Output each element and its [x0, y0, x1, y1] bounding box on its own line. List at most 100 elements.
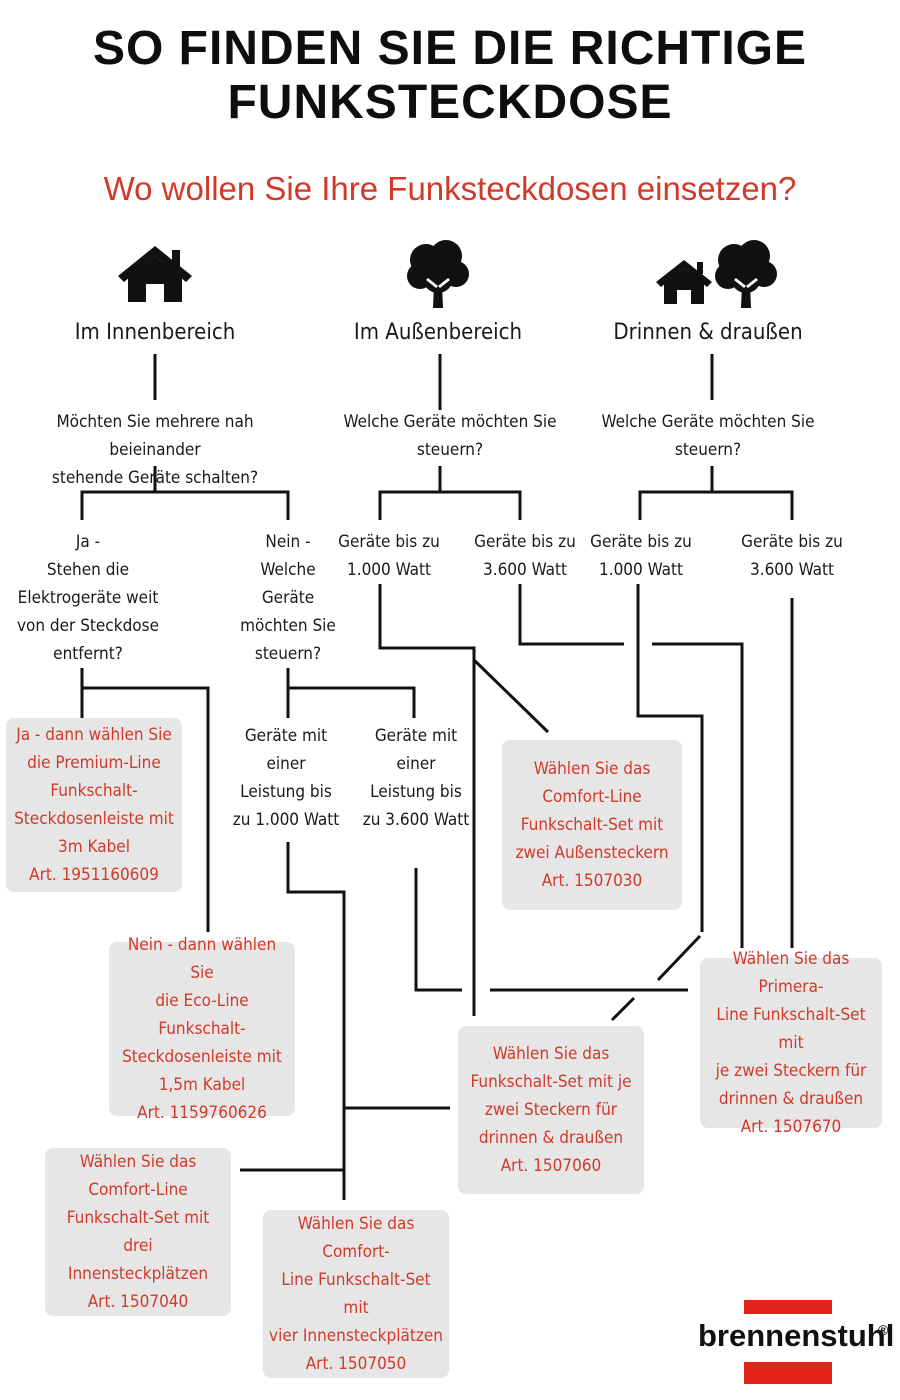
answer-inside-ja-line-3: Elektrogeräte weit [17, 588, 159, 608]
logo-bar-bottom [744, 1362, 832, 1384]
result-comfort-four-line-3: vier Innensteckplätzen [269, 1326, 443, 1346]
answer-outside-1000-line-2: 1.000 Watt [346, 560, 432, 580]
question-both-line-1: Welche Geräte möchten Sie [601, 412, 815, 432]
category-both: Drinnen & draußen [613, 320, 803, 345]
result-premium-line: Ja - dann wählen Sie die Premium-Line Fu… [6, 718, 182, 892]
result-comfort-four-line-1: Wählen Sie das Comfort- [297, 1214, 415, 1262]
answer-inside-3600-line-4: zu 3.600 Watt [362, 810, 470, 830]
question-both-line-2: steuern? [674, 440, 742, 460]
page-title: SO FINDEN SIE DIE RICHTIGE FUNKSTECKDOSE [0, 22, 900, 130]
answer-inside-1000-line-4: zu 1.000 Watt [232, 810, 340, 830]
result-funkschalt-both-line-1: Wählen Sie das [492, 1044, 610, 1064]
result-premium-line-4: Steckdosenleiste mit [14, 809, 174, 829]
result-comfort-three-line-2: Comfort-Line [88, 1180, 188, 1200]
result-funkschalt-both-line-5: Art. 1507060 [500, 1156, 602, 1176]
result-eco-line-4: Steckdosenleiste mit [122, 1047, 282, 1067]
question-inside: Möchten Sie mehrere nah beieinander steh… [10, 408, 300, 492]
question-both: Welche Geräte möchten Sie steuern? [588, 408, 828, 464]
answer-inside-ja-line-4: von der Steckdose [16, 616, 160, 636]
result-comfort-three-line-5: Art. 1507040 [87, 1292, 189, 1312]
result-premium-line-1: Ja - dann wählen Sie [16, 725, 172, 745]
answer-outside-1000: Geräte bis zu 1.000 Watt [330, 528, 448, 584]
result-comfort-outdoor-line-5: Art. 1507030 [541, 871, 643, 891]
result-eco-line-5: 1,5m Kabel [158, 1075, 246, 1095]
answer-inside-3600-line-3: Leistung bis [370, 782, 462, 802]
question-inside-line-2: stehende Geräte schalten? [51, 468, 259, 488]
result-eco-line-6: Art. 1159760626 [137, 1103, 267, 1123]
subtitle: Wo wollen Sie Ihre Funksteckdosen einset… [103, 170, 797, 207]
answer-inside-nein-line-3: Geräte [261, 588, 315, 608]
logo-bar-top [744, 1300, 832, 1314]
result-comfort-three-line-3: Funkschalt-Set mit drei [66, 1208, 210, 1256]
answer-outside-3600-line-1: Geräte bis zu [474, 532, 576, 552]
answer-inside-nein-line-5: steuern? [254, 644, 322, 664]
answer-both-3600-line-1: Geräte bis zu [741, 532, 843, 552]
result-eco-line-2: die Eco-Line [155, 991, 249, 1011]
question-outside-line-1: Welche Geräte möchten Sie [343, 412, 557, 432]
question-outside: Welche Geräte möchten Sie steuern? [330, 408, 570, 464]
result-eco-line-1: Nein - dann wählen Sie [127, 935, 277, 983]
answer-inside-nein: Nein - Welche Geräte möchten Sie steuern… [226, 528, 350, 668]
result-comfort-three: Wählen Sie das Comfort-Line Funkschalt-S… [45, 1148, 231, 1316]
title-line-2: FUNKSTECKDOSE [227, 76, 673, 129]
result-comfort-four-line-4: Art. 1507050 [305, 1354, 407, 1374]
registered-mark: ® [878, 1322, 889, 1338]
result-premium-line-6: Art. 1951160609 [29, 865, 159, 885]
result-comfort-outdoor: Wählen Sie das Comfort-Line Funkschalt-S… [502, 740, 682, 910]
result-premium-line-2: die Premium-Line [27, 753, 161, 773]
result-comfort-outdoor-line-3: Funkschalt-Set mit [520, 815, 664, 835]
result-comfort-outdoor-line-4: zwei Außensteckern [515, 843, 669, 863]
answer-outside-1000-line-1: Geräte bis zu [338, 532, 440, 552]
answer-inside-nein-line-2: Welche [260, 560, 316, 580]
result-eco-line: Nein - dann wählen Sie die Eco-Line Funk… [109, 935, 295, 1123]
answer-inside-3600-line-2: einer [396, 754, 436, 774]
result-primera-line-2: Line Funkschalt-Set mit [716, 1005, 866, 1053]
answer-inside-ja-line-5: entfernt? [53, 644, 123, 664]
result-comfort-four-line-2: Line Funkschalt-Set mit [281, 1270, 431, 1318]
tree-icon [407, 240, 469, 308]
question-outside-line-2: steuern? [416, 440, 484, 460]
result-comfort-outdoor-line-1: Wählen Sie das [533, 759, 651, 779]
category-inside: Im Innenbereich [74, 320, 236, 345]
answer-both-1000: Geräte bis zu 1.000 Watt [582, 528, 700, 584]
answer-inside-1000-line-1: Geräte mit [244, 726, 328, 746]
result-comfort-four: Wählen Sie das Comfort- Line Funkschalt-… [263, 1210, 449, 1378]
result-primera-line-1: Wählen Sie das Primera- [732, 949, 850, 997]
result-comfort-three-line-1: Wählen Sie das [79, 1152, 197, 1172]
result-comfort-outdoor-line-2: Comfort-Line [542, 787, 642, 807]
answer-inside-nein-line-1: Nein - [265, 532, 311, 552]
answer-both-1000-line-2: 1.000 Watt [598, 560, 684, 580]
result-primera-line: Wählen Sie das Primera- Line Funkschalt-… [700, 949, 882, 1137]
result-funkschalt-both: Wählen Sie das Funkschalt-Set mit je zwe… [458, 1026, 644, 1194]
answer-both-1000-line-1: Geräte bis zu [590, 532, 692, 552]
result-funkschalt-both-line-2: Funkschalt-Set mit je [470, 1072, 632, 1092]
answer-inside-3600-line-1: Geräte mit [374, 726, 458, 746]
house-and-tree-icon [656, 240, 777, 308]
house-icon [118, 246, 192, 302]
result-primera-line-5: Art. 1507670 [740, 1117, 842, 1137]
answer-inside-nein-line-4: möchten Sie [240, 616, 336, 636]
answer-outside-3600-line-2: 3.600 Watt [482, 560, 568, 580]
result-eco-line-3: Funkschalt- [158, 1019, 246, 1039]
result-funkschalt-both-line-4: drinnen & draußen [478, 1128, 624, 1148]
result-primera-line-4: drinnen & draußen [718, 1089, 864, 1109]
answer-inside-ja: Ja - Stehen die Elektrogeräte weit von d… [8, 528, 168, 668]
answer-outside-3600: Geräte bis zu 3.600 Watt [466, 528, 584, 584]
result-premium-line-3: Funkschalt- [50, 781, 138, 801]
question-inside-line-1: Möchten Sie mehrere nah beieinander [56, 412, 254, 460]
answer-inside-ja-line-1: Ja - [75, 532, 101, 552]
brand-name: brennenstuhl [698, 1318, 895, 1353]
category-outside: Im Außenbereich [353, 320, 523, 345]
result-premium-line-5: 3m Kabel [58, 837, 130, 857]
result-comfort-three-line-4: Innensteckplätzen [67, 1264, 209, 1284]
result-primera-line-3: je zwei Steckern für [715, 1061, 867, 1081]
answer-both-3600-line-2: 3.600 Watt [749, 560, 835, 580]
title-line-1: SO FINDEN SIE DIE RICHTIGE [92, 22, 808, 75]
answer-inside-3600: Geräte mit einer Leistung bis zu 3.600 W… [356, 722, 476, 834]
answer-inside-1000-line-2: einer [266, 754, 306, 774]
answer-inside-1000-line-3: Leistung bis [240, 782, 332, 802]
answer-inside-1000: Geräte mit einer Leistung bis zu 1.000 W… [228, 722, 344, 834]
answer-both-3600: Geräte bis zu 3.600 Watt [733, 528, 851, 584]
answer-inside-ja-line-2: Stehen die [46, 560, 130, 580]
